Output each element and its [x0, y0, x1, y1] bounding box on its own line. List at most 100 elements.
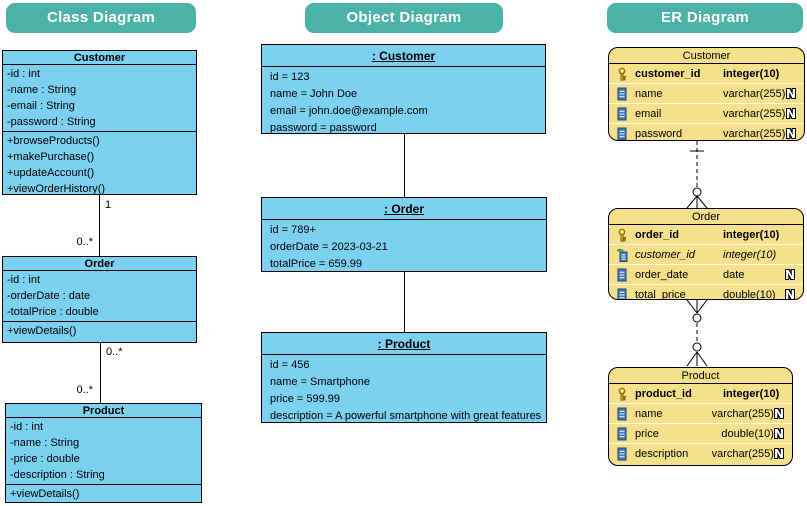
class-title: Order: [3, 257, 196, 271]
er-entity-customer[interactable]: Customer customer_id integer(10) name va…: [608, 47, 805, 141]
er-column-row: order_date date N: [609, 264, 803, 284]
column-name: customer_id: [635, 248, 695, 261]
object-order[interactable]: : Order id = 789+ orderDate = 2023-03-21…: [261, 197, 547, 272]
uml-method: +viewOrderHistory(): [7, 183, 106, 195]
er-column-row: email varchar(255) N: [609, 103, 804, 123]
attribute-compartment: -id : int -name : String -price : double…: [6, 418, 201, 485]
column-name: customer_id: [635, 67, 701, 80]
object-slot: totalPrice = 659.99: [270, 258, 363, 270]
uml-attribute: -totalPrice : double: [7, 306, 99, 318]
uml-attribute: -id : int: [7, 274, 41, 286]
object-product[interactable]: : Product id = 456 name = Smartphone pri…: [261, 332, 547, 423]
er-diagram-banner[interactable]: ER Diagram: [607, 3, 803, 33]
column-type: integer(10): [723, 228, 780, 241]
column-icon: [615, 427, 629, 441]
object-slot: password = password: [270, 122, 377, 134]
nullable-icon: N: [773, 446, 784, 461]
link-order-product[interactable]: [404, 272, 405, 332]
association-order-product[interactable]: [100, 343, 101, 403]
column-icon: [615, 447, 629, 461]
class-order[interactable]: Order -id : int -orderDate : date -total…: [2, 256, 197, 343]
column-type: varchar(255): [723, 87, 786, 100]
attribute-compartment: -id : int -orderDate : date -totalPrice …: [3, 271, 196, 322]
uml-method: +browseProducts(): [7, 135, 100, 147]
primary-key-icon: [615, 67, 629, 81]
column-icon: [615, 87, 629, 101]
relationship-order-product[interactable]: [684, 300, 712, 367]
uml-attribute: -price : double: [10, 453, 80, 465]
nullable-icon: N: [785, 86, 796, 101]
slot-compartment: id = 456 name = Smartphone price = 599.9…: [262, 355, 546, 425]
er-column-row: customer_id integer(10): [609, 64, 804, 83]
uml-attribute: -name : String: [7, 84, 77, 96]
uml-attribute: -description : String: [10, 469, 105, 481]
relationship-customer-order[interactable]: [684, 141, 712, 209]
column-icon: [615, 268, 629, 282]
uml-attribute: -password : String: [7, 116, 96, 128]
primary-key-icon: [615, 387, 629, 401]
column-type: varchar(255): [723, 127, 786, 140]
association-customer-order[interactable]: [99, 195, 100, 256]
column-type: varchar(255): [723, 107, 786, 120]
method-compartment: +viewDetails(): [3, 322, 196, 340]
class-title: Product: [6, 404, 201, 418]
column-icon: [615, 288, 629, 299]
er-entity-product[interactable]: Product product_id integer(10) name varc…: [608, 367, 793, 466]
nullable-icon: N: [785, 126, 796, 141]
uml-method: +updateAccount(): [7, 167, 95, 179]
slot-compartment: id = 789+ orderDate = 2023-03-21 totalPr…: [262, 220, 546, 273]
er-column-row: customer_id integer(10): [609, 244, 803, 264]
uml-attribute: -id : int: [10, 421, 44, 433]
object-slot: name = John Doe: [270, 88, 358, 100]
multiplicity-label: 0..*: [106, 346, 123, 358]
method-compartment: +browseProducts() +makePurchase() +updat…: [3, 132, 196, 198]
column-type: integer(10): [723, 67, 780, 80]
column-name: description: [635, 447, 689, 460]
column-icon: [615, 127, 629, 140]
column-type: integer(10): [723, 387, 780, 400]
column-name: price: [635, 427, 659, 440]
er-column-row: password varchar(255) N: [609, 123, 804, 141]
object-customer[interactable]: : Customer id = 123 name = John Doe emai…: [261, 44, 546, 134]
object-title: : Customer: [262, 45, 545, 67]
link-customer-order[interactable]: [404, 134, 405, 197]
nullable-icon: N: [784, 287, 795, 300]
uml-attribute: -id : int: [7, 68, 41, 80]
multiplicity-label: 0..*: [76, 236, 93, 248]
er-column-row: price double(10) N: [609, 423, 792, 443]
column-name: order_date: [635, 268, 689, 281]
column-type: varchar(255): [711, 447, 774, 460]
column-type: integer(10): [723, 248, 777, 261]
entity-title: Product: [609, 368, 792, 384]
er-column-row: name varchar(255) N: [609, 403, 792, 423]
attribute-compartment: -id : int -name : String -email : String…: [3, 65, 196, 132]
class-product[interactable]: Product -id : int -name : String -price …: [5, 403, 202, 503]
class-customer[interactable]: Customer -id : int -name : String -email…: [2, 50, 197, 195]
er-column-row: name varchar(255) N: [609, 83, 804, 103]
er-column-row: total_price double(10) N: [609, 284, 803, 300]
class-title: Customer: [3, 51, 196, 65]
nullable-icon: N: [773, 406, 784, 421]
column-name: product_id: [635, 387, 692, 400]
object-title: : Order: [262, 198, 546, 220]
uml-attribute: -email : String: [7, 100, 75, 112]
column-name: order_id: [635, 228, 680, 241]
multiplicity-label: 1: [105, 199, 112, 211]
er-column-row: order_id integer(10): [609, 225, 803, 244]
uml-method: +viewDetails(): [7, 325, 77, 337]
nullable-icon: N: [773, 426, 784, 441]
column-name: password: [635, 127, 683, 140]
foreign-key-icon: [615, 248, 629, 262]
uml-method: +viewDetails(): [10, 488, 80, 500]
method-compartment: +viewDetails(): [6, 485, 201, 503]
er-entity-order[interactable]: Order order_id integer(10) customer_id i…: [608, 208, 804, 300]
object-slot: description = A powerful smartphone with…: [270, 410, 542, 422]
column-type: date: [723, 268, 745, 281]
object-diagram-banner[interactable]: Object Diagram: [305, 3, 503, 33]
class-diagram-banner[interactable]: Class Diagram: [6, 3, 196, 33]
column-name: email: [635, 107, 662, 120]
object-slot: id = 789+: [270, 224, 316, 236]
object-slot: name = Smartphone: [270, 376, 370, 388]
nullable-icon: N: [784, 267, 795, 282]
multiplicity-label: 0..*: [76, 384, 93, 396]
